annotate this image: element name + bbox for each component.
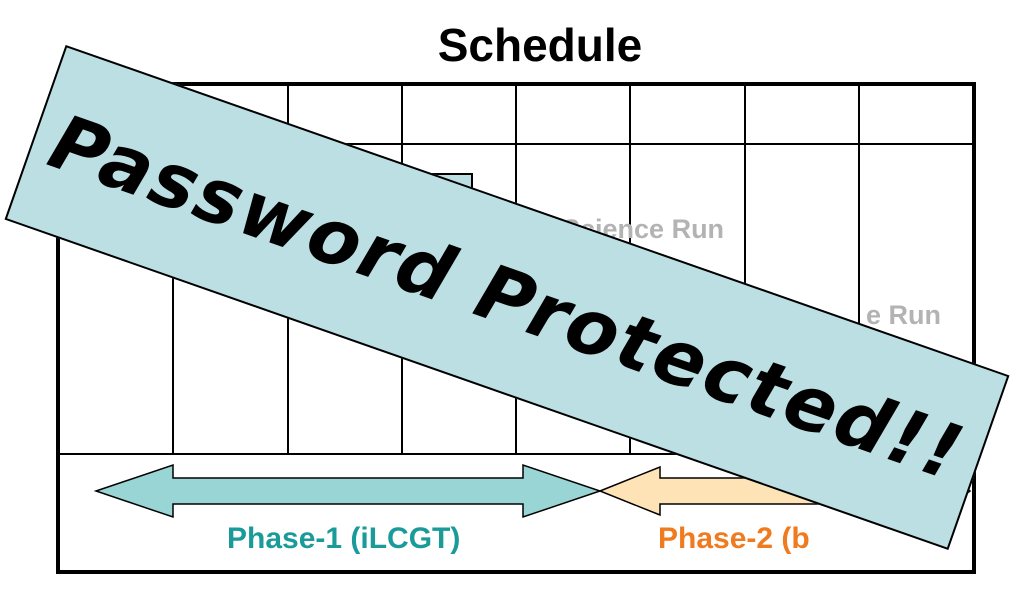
science-run-label-2: e Run bbox=[866, 300, 941, 330]
slide-title: Schedule bbox=[437, 19, 643, 71]
phase-2-label: Phase-2 (b bbox=[658, 522, 810, 555]
phase-1-label: Phase-1 (iLCGT) bbox=[227, 522, 460, 555]
phase-1-arrow bbox=[93, 463, 603, 519]
